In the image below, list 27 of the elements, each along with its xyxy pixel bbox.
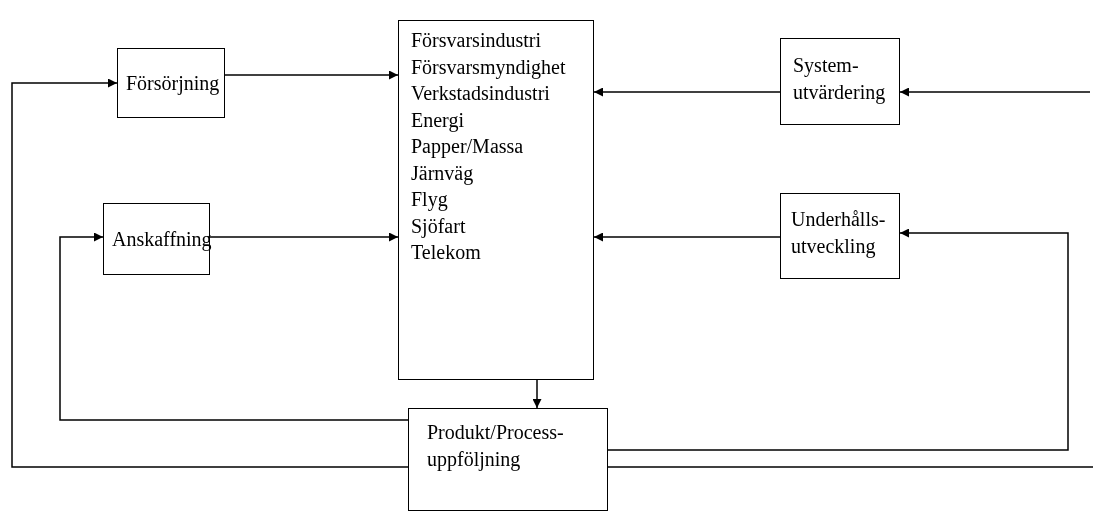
- node-text: Telekom: [411, 240, 482, 265]
- node-text: System- utvärdering: [793, 53, 887, 106]
- node-text: Produkt/Process- uppföljning: [427, 420, 565, 473]
- arrow: [607, 228, 1069, 451]
- process-box: [780, 193, 900, 279]
- process-box: [398, 20, 594, 380]
- node-text: Järnväg: [411, 160, 475, 186]
- arrow: [899, 87, 1091, 97]
- node-text: Papper/Massa: [411, 134, 525, 160]
- arrow: [224, 70, 399, 80]
- process-box: [408, 408, 608, 511]
- arrow: [11, 78, 409, 468]
- arrow: [59, 232, 409, 421]
- arrow: [532, 379, 542, 409]
- node-text: Verkstadsindustri: [411, 81, 551, 106]
- node-text: Försörjning: [126, 70, 221, 97]
- node-text: Försvarsindustri: [411, 28, 542, 53]
- process-box: [117, 48, 225, 118]
- node-text: Energi: [411, 107, 465, 133]
- arrow: [209, 232, 399, 242]
- node-text: Underhålls- utveckling: [791, 207, 887, 260]
- arrow: [593, 87, 781, 97]
- process-box: [780, 38, 900, 125]
- node-text: Sjöfart: [411, 213, 467, 239]
- arrow: [593, 232, 781, 242]
- node-text: Flyg: [411, 187, 449, 213]
- node-text: Försvarsmyndighet: [411, 54, 567, 80]
